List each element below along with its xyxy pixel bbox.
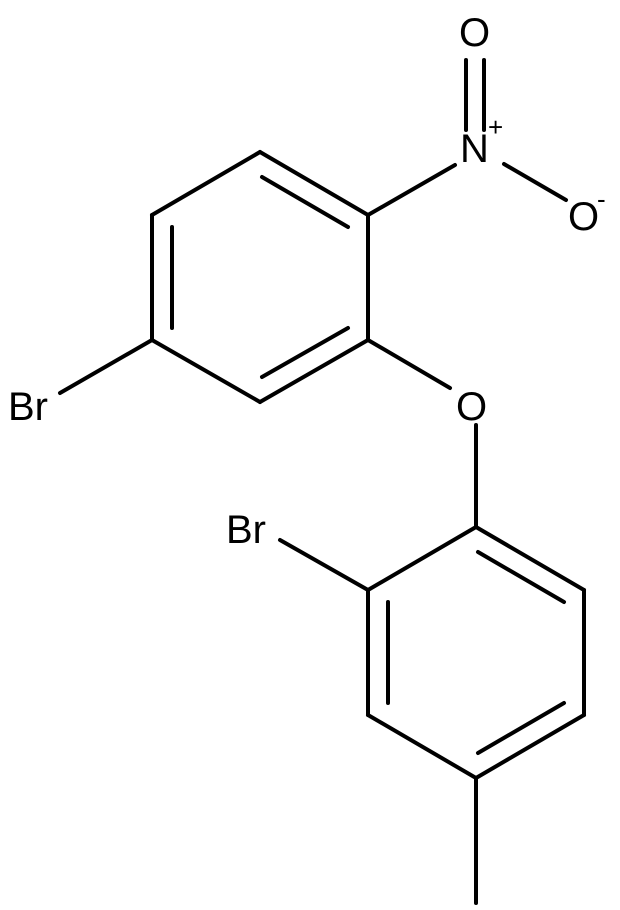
bond-ring1-a-inner <box>260 175 350 229</box>
upper-ring <box>150 150 370 404</box>
lower-ring <box>366 525 586 780</box>
bromine-left-group: Br <box>8 338 154 429</box>
bond-ring2-a-inner <box>476 550 566 604</box>
bond-c-n <box>366 163 457 217</box>
bond-ring1-c-inner <box>260 326 350 379</box>
nitro-group: N + O O - <box>366 11 606 239</box>
bond-ring1-f <box>150 150 262 217</box>
bond-ring1-d <box>150 338 262 404</box>
bromine-lower-group: Br <box>226 508 370 592</box>
bond-ring2-c-inner <box>476 701 566 755</box>
ether-linkage: O <box>366 338 487 529</box>
bond-n-o-single <box>502 162 568 202</box>
nitrogen-atom: N <box>460 127 489 171</box>
oxygen-right-atom: O <box>568 195 599 239</box>
bond-c-br-lower <box>278 538 370 592</box>
oxygen-top-atom: O <box>459 11 490 55</box>
bond-ring1-a <box>258 150 370 217</box>
bond-c-o-ether <box>366 338 452 390</box>
bond-c-br-left <box>58 338 154 395</box>
bond-ring2-d <box>366 713 478 780</box>
nitrogen-charge: + <box>488 112 503 142</box>
bond-ring2-c <box>474 713 586 780</box>
bromine-lower-atom: Br <box>226 508 266 552</box>
bond-ring2-f <box>366 525 478 592</box>
bromine-left-atom: Br <box>8 385 48 429</box>
bond-ring1-c <box>258 338 370 404</box>
oxygen-right-charge: - <box>597 184 606 214</box>
bond-ring2-a <box>474 525 586 592</box>
ether-oxygen-atom: O <box>456 385 487 429</box>
